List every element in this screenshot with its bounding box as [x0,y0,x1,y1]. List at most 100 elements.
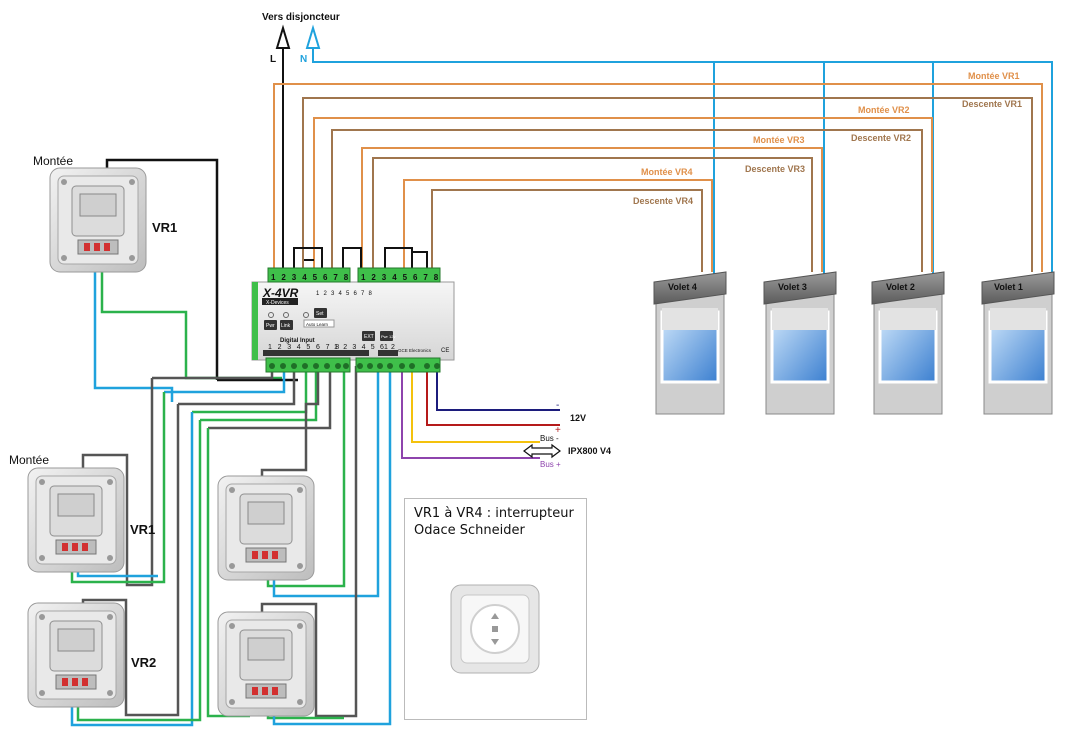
ce-mark: CE [441,348,449,354]
module-name: X-4VR [262,286,299,300]
wire-descente-vr3 [372,157,813,272]
wire-montee-vr4 [403,179,713,272]
shutter-wires [273,83,1043,272]
label-12v: 12V [570,413,586,423]
svg-text:EXT: EXT [364,334,374,340]
label-descente-vr3: Descente VR3 [745,164,805,174]
label-vr1-top: VR1 [152,220,177,235]
ext-button[interactable] [362,331,375,341]
legend-text: VR1 à VR4 : interrupteur Odace Schneider [414,505,574,539]
switch-vr1-mid [27,467,125,573]
svg-text:Volet 1: Volet 1 [994,282,1023,292]
relay-number-6: 6 [354,291,358,297]
bottom-terminal-block-1 [265,357,351,373]
input-number-2: 2 [278,344,282,351]
top-terminal-a-8: 8 [344,273,349,282]
input-number-7: 7 [326,344,330,351]
label-montee-vr2: Montée VR2 [858,105,910,115]
ext-number-6: 6 [380,344,384,351]
digital-input-label: Digital Input [280,338,315,344]
legend-line-2: Odace Schneider [414,523,525,538]
wire-descente-vr1 [302,97,1033,272]
shutter-volet-1: Volet 1 [981,271,1055,415]
wire-bus-plus [401,366,540,459]
switch-vr2 [27,602,125,708]
label-montee-vr1: Montée VR1 [968,71,1020,81]
label-vr2: VR2 [131,655,156,670]
bottom-terminal-block-2 [355,357,441,373]
wire-descente-vr2 [331,129,923,272]
ext-number-5: 5 [371,344,375,351]
input-number-4: 4 [297,344,301,351]
input-number-5: 5 [306,344,310,351]
top-terminal-b-2: 2 [371,273,376,282]
label-montee-mid: Montée [9,453,49,467]
top-terminal-block-1 [267,267,351,283]
label-vr1-mid: VR1 [130,522,155,537]
bus-arrow-icon [523,443,561,459]
phase-label: L [270,54,276,65]
input-number-3: 3 [287,344,291,351]
module-brand: X-Devices [266,300,289,306]
ext-number-1: 1 [334,344,338,351]
legend-box: VR1 à VR4 : interrupteur Odace Schneider [404,498,587,720]
input-number-8: 8 [335,344,339,351]
neutral-label: N [300,54,307,65]
legend-line-1: VR1 à VR4 : interrupteur [414,506,574,521]
neutral-wire [312,45,1053,272]
set-button[interactable] [314,308,327,318]
wire-12v-minus [436,366,560,411]
label-bus-plus: Bus + [540,460,561,469]
top-terminal-b-7: 7 [423,273,428,282]
relay-number-8: 8 [369,291,373,297]
label-descente-vr4: Descente VR4 [633,196,693,206]
wire-montee-vr2 [313,117,933,272]
label-minus: - [556,400,559,411]
top-terminal-block-2 [357,267,441,283]
top-terminal-a-3: 3 [292,273,297,282]
pwr12-button[interactable] [380,331,393,341]
switch-vr1-top [49,167,147,273]
label-ipx800: IPX800 V4 [568,446,611,456]
maker-label: GCE Electronics [398,348,432,353]
pwr-button[interactable] [264,320,277,330]
switch-right-bottom [217,611,315,717]
wire-bus-minus [411,366,540,443]
label-bus-minus: Bus - [540,434,559,443]
wire-descente-vr4 [431,189,703,272]
ext-number-2: 2 [343,344,347,351]
phase-arrow-icon [275,24,291,49]
shutter-volet-4: Volet 4 [653,271,727,415]
top-terminal-b-8: 8 [434,273,439,282]
wire-montee-vr1 [273,83,1043,272]
breaker-label: Vers disjoncteur [262,12,340,23]
label-montee-vr3: Montée VR3 [753,135,805,145]
auto-learn-label: Auto Learn [306,322,329,327]
relay-number-1: 1 [316,291,320,297]
relay-number-3: 3 [331,291,335,297]
label-plus: + [555,425,561,436]
top-terminal-b-6: 6 [413,273,418,282]
top-terminal-b-1: 1 [361,273,366,282]
svg-text:Pwr 12v: Pwr 12v [381,334,395,339]
top-terminal-a-1: 1 [271,273,276,282]
power-bus-wires [401,366,560,459]
relay-number-5: 5 [346,291,350,297]
top-terminal-b-3: 3 [382,273,387,282]
input-number-1: 1 [268,344,272,351]
relay-number-7: 7 [361,291,365,297]
wire-montee-vr3 [361,147,823,272]
power-number-2: 2 [391,344,395,351]
link-button[interactable] [280,320,293,330]
neutral-arrow-icon [305,24,321,49]
svg-text:Volet 3: Volet 3 [778,282,807,292]
svg-text:Set: Set [316,311,324,317]
label-montee-top: Montée [33,154,73,168]
shutter-volet-3: Volet 3 [763,271,837,415]
svg-text:Volet 2: Volet 2 [886,282,915,292]
odace-switch-icon [450,584,540,674]
top-terminal-b-4: 4 [392,273,397,282]
svg-text:Volet 4: Volet 4 [668,282,697,292]
